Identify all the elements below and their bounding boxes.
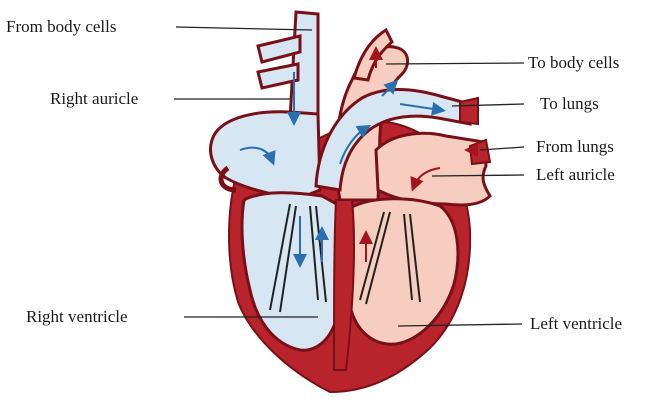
pulmonary-artery-tip — [460, 98, 478, 124]
label-to-body-cells: To body cells — [528, 53, 619, 73]
right-auricle-chamber — [211, 112, 320, 198]
label-right-ventricle: Right ventricle — [26, 307, 128, 327]
label-left-ventricle: Left ventricle — [530, 314, 622, 334]
label-left-auricle: Left auricle — [536, 165, 615, 185]
label-right-auricle: Right auricle — [50, 89, 138, 109]
label-to-lungs: To lungs — [540, 94, 599, 114]
label-from-body-cells: From body cells — [6, 17, 117, 37]
label-from-lungs: From lungs — [536, 137, 614, 157]
